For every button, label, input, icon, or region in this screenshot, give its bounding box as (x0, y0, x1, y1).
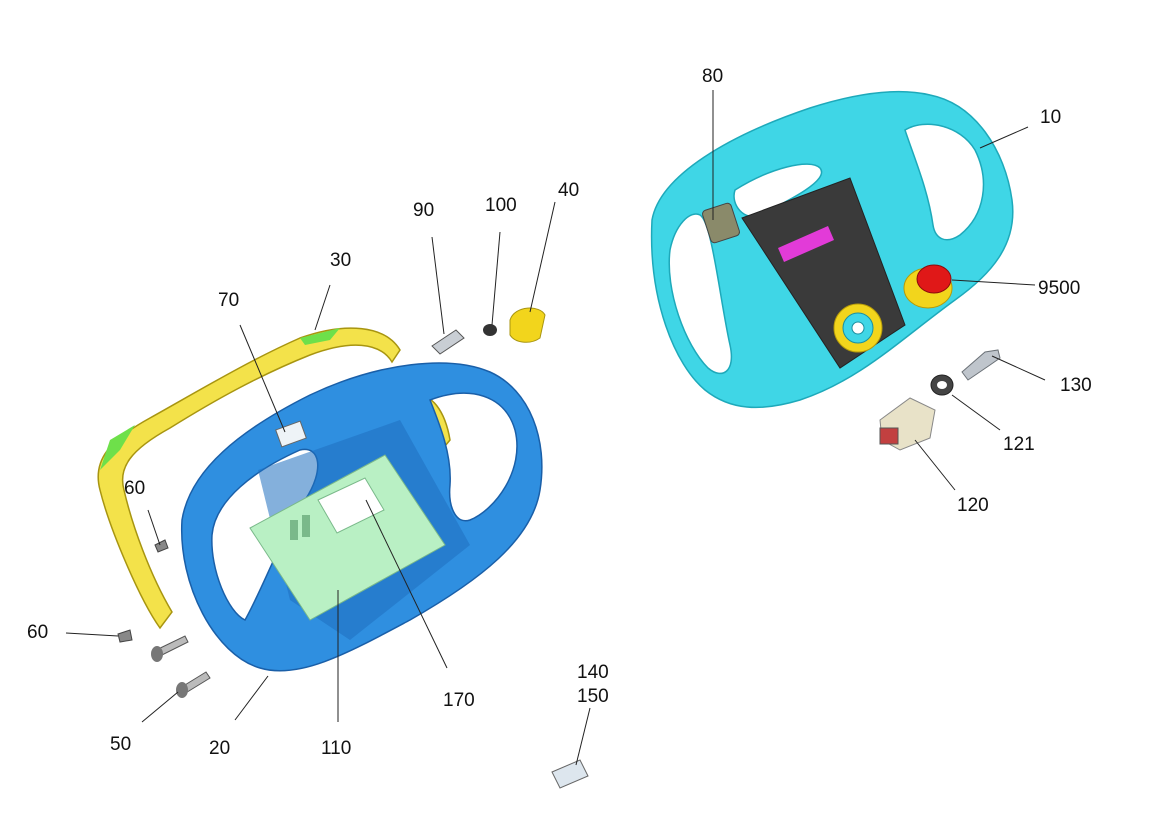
callout-20: 20 (209, 738, 230, 759)
callout-40: 40 (558, 180, 579, 201)
callout-30: 30 (330, 250, 351, 271)
callout-100: 100 (485, 195, 517, 216)
key-switch (833, 303, 883, 353)
part-120-switch-block (879, 397, 936, 451)
part-50-bolt-lower (176, 671, 211, 698)
part-50-bolt-upper (151, 635, 189, 662)
callout-90: 90 (413, 200, 434, 221)
callout-9500: 9500 (1038, 278, 1080, 299)
part-40-knob (509, 307, 546, 343)
callout-130: 130 (1060, 375, 1092, 396)
callout-10: 10 (1040, 107, 1061, 128)
callout-150: 150 (577, 686, 609, 707)
part-60-screw-lower (117, 629, 133, 643)
leader-lines (65, 90, 1046, 766)
part-80-indicator (702, 202, 740, 244)
callout-70: 70 (218, 290, 239, 311)
part-140-150-connector (551, 759, 589, 789)
callout-80: 80 (702, 66, 723, 87)
part-121-ring (930, 374, 954, 396)
part-90-switch (431, 329, 465, 355)
callout-60-upper: 60 (124, 478, 145, 499)
callout-120: 120 (957, 495, 989, 516)
part-10-handle-cover (650, 90, 1014, 409)
part-170-connector (317, 477, 385, 534)
callout-170: 170 (443, 690, 475, 711)
callout-50: 50 (110, 734, 131, 755)
callouts: 80 10 9500 130 121 120 90 100 40 30 70 6… (27, 66, 1092, 759)
part-60-screw-upper (154, 539, 169, 553)
part-110-circuit-board (249, 454, 446, 621)
part-130-key (961, 349, 1001, 381)
callout-121: 121 (1003, 434, 1035, 455)
display-window (778, 226, 834, 262)
callout-60-lower: 60 (27, 622, 48, 643)
part-100-nut (483, 324, 497, 336)
part-9500-emergency-stop (903, 264, 953, 309)
callout-140: 140 (577, 662, 609, 683)
callout-110: 110 (321, 738, 351, 759)
